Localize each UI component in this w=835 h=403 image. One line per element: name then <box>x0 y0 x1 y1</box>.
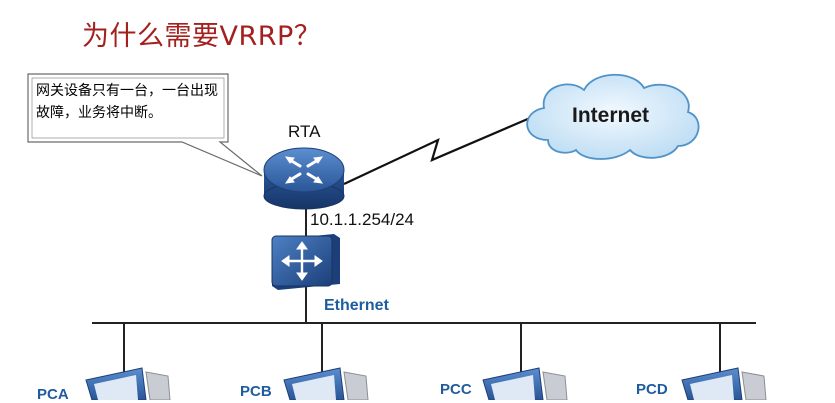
ethernet-label: Ethernet <box>324 297 389 314</box>
host-label-pcb: PCB <box>240 383 272 400</box>
pc-icon-pcd <box>681 367 767 400</box>
host-label-pcd: PCD <box>636 381 668 398</box>
wan-link-icon <box>343 116 531 185</box>
host-label-pcc: PCC <box>440 381 472 398</box>
callout-text: 网关设备只有一台，一台出现故障，业务将中断。 <box>36 83 218 121</box>
pc-icon-pcb <box>283 367 369 400</box>
internet-label: Internet <box>572 104 650 127</box>
switch-icon <box>271 234 340 290</box>
pc-icon-pca <box>85 367 171 400</box>
pc-icon-pcc <box>482 367 568 400</box>
interface-ip-label: 10.1.1.254/24 <box>310 210 414 229</box>
callout-box <box>27 73 263 177</box>
router-label: RTA <box>288 122 321 141</box>
page-title: 为什么需要VRRP？ <box>82 21 322 52</box>
host-label-pca: PCA <box>37 386 69 403</box>
cloud-icon <box>526 73 700 160</box>
router-icon <box>263 147 345 210</box>
